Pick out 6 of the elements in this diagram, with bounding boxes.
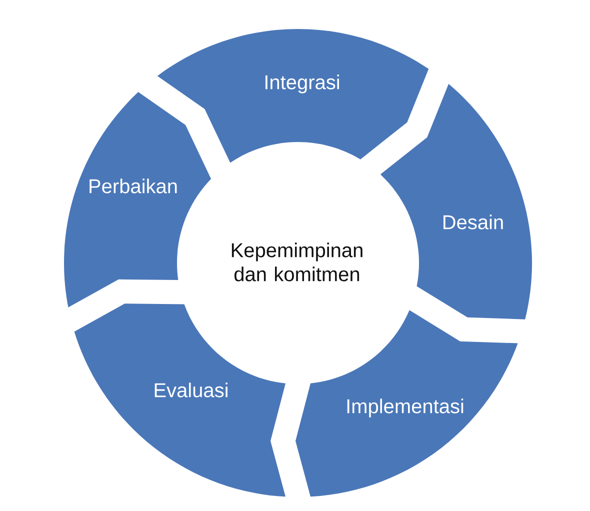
cycle-segment: Desain bbox=[380, 84, 532, 320]
center-label: Kepemimpinan dan komitmen bbox=[232, 242, 362, 282]
cycle-segment: Perbaikan bbox=[64, 92, 212, 308]
cycle-segment: Integrasi bbox=[157, 29, 429, 163]
cycle-segment: Implementasi bbox=[296, 310, 518, 497]
cycle-segment: Evaluasi bbox=[74, 304, 286, 497]
